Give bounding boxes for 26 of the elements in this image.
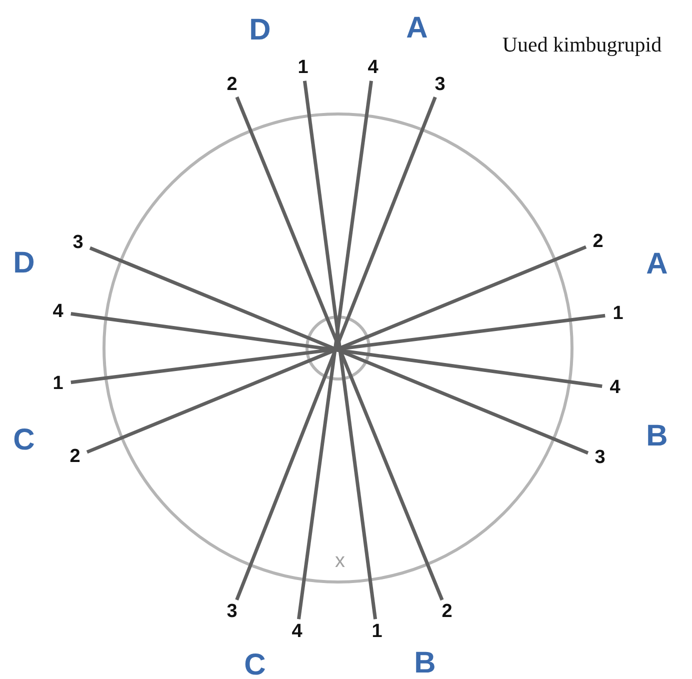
position-number: 4 — [52, 301, 64, 323]
position-number: 2 — [592, 231, 604, 253]
group-letter: A — [406, 12, 428, 44]
group-letter: C — [13, 424, 35, 456]
position-number: 3 — [226, 601, 238, 623]
position-number: 3 — [72, 232, 84, 254]
group-letter: C — [244, 648, 266, 679]
position-number: 1 — [52, 373, 64, 395]
caption-text: Uued kimbugrupid — [502, 33, 662, 57]
position-number: 4 — [610, 377, 620, 399]
position-number: 3 — [594, 447, 606, 469]
group-letter: B — [414, 646, 436, 679]
position-number: 2 — [226, 74, 238, 96]
position-number: 4 — [368, 57, 378, 79]
group-letter: A — [646, 248, 668, 280]
position-number: 2 — [70, 446, 80, 468]
marker-letter: x — [335, 550, 345, 572]
position-number: 1 — [298, 57, 308, 79]
position-number: 1 — [372, 621, 382, 643]
position-number: 2 — [442, 601, 452, 623]
group-letter: D — [13, 246, 35, 280]
position-number: 1 — [612, 303, 624, 325]
group-letter: D — [249, 14, 271, 46]
group-letter: B — [646, 420, 668, 452]
position-number: 4 — [292, 621, 302, 643]
position-number: 3 — [434, 74, 446, 96]
